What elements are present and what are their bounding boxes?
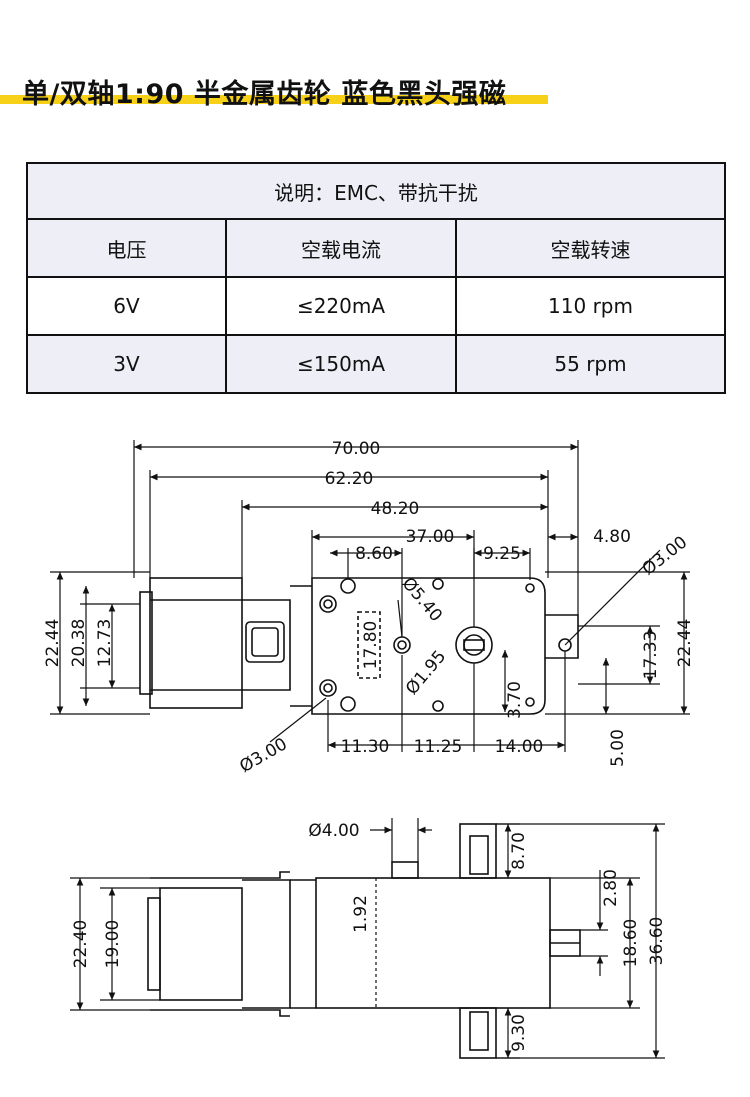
gearbox-neck [290, 585, 312, 707]
dim-label: 37.00 [406, 527, 455, 547]
dim-label: 11.25 [414, 737, 463, 757]
dim-label: 70.00 [332, 439, 381, 459]
housing-hole [319, 679, 337, 697]
housing-hole [319, 595, 337, 613]
motor-can-outline [149, 577, 243, 709]
output-shaft-boss [455, 626, 493, 664]
dim-label: 4.80 [593, 527, 631, 547]
motor-window [245, 621, 285, 663]
slot-outline [357, 611, 381, 679]
dim-label: 48.20 [371, 499, 420, 519]
housing-hole [340, 696, 356, 712]
gearbox-outline [311, 577, 546, 715]
page-title: 单/双轴1:90 半金属齿轮 蓝色黑头强磁 [22, 79, 507, 110]
dim-label: 20.38 [69, 619, 89, 668]
header-no-load-speed: 空载转速 [454, 218, 727, 278]
side-top-shaft [391, 861, 419, 879]
header-no-load-current: 空载电流 [225, 218, 457, 278]
dim-label: 8.60 [355, 544, 393, 564]
cell-voltage: 6V [26, 276, 227, 336]
dim-label: 18.60 [621, 919, 641, 968]
cell-current: ≤220mA [225, 276, 457, 336]
motor-dimension-drawing: 70.00 62.20 48.20 37.00 4.80 8.60 9.25 1… [43, 439, 695, 1059]
title-block: 单/双轴1:90 半金属齿轮 蓝色黑头强磁 [0, 68, 560, 112]
side-motor-endcap [147, 897, 161, 991]
cell-voltage: 3V [26, 334, 227, 394]
dim-label: 19.00 [103, 920, 123, 969]
side-view [147, 823, 581, 1059]
diameter-label: Ø5.40 [398, 574, 446, 626]
output-shaft [463, 634, 485, 656]
dim-label: 1.92 [351, 895, 371, 933]
dim-label: 11.30 [341, 737, 390, 757]
dim-label: 2.80 [601, 869, 621, 907]
spec-note: 说明：EMC、带抗干扰 [25, 162, 727, 220]
dim-label: 8.70 [509, 832, 529, 870]
side-motor-can [159, 887, 243, 1001]
dim-label: 3.70 [505, 681, 525, 719]
side-view-labels: Ø4.00 8.70 2.80 18.60 36.60 9.30 22.40 1… [71, 821, 667, 1052]
diameter-label: Ø3.00 [236, 734, 290, 777]
motor-window-inner [251, 627, 279, 657]
center-hole [393, 636, 411, 654]
spec-header-row: 电压 空载电流 空载转速 [26, 218, 727, 278]
side-view-dimensions [70, 818, 665, 1059]
diameter-label: Ø1.95 [402, 647, 450, 699]
motor-endcap [139, 591, 153, 695]
title-underline-bar [0, 95, 548, 104]
dim-label: 62.20 [325, 469, 374, 489]
table-row: 3V ≤150mA 55 rpm [26, 334, 727, 394]
dim-label: 22.44 [43, 619, 63, 668]
dim-label: 9.30 [509, 1014, 529, 1052]
dim-label: 12.73 [95, 619, 115, 668]
cell-speed: 55 rpm [454, 334, 727, 394]
dim-label: 5.00 [608, 729, 628, 767]
dim-label: 17.80 [361, 621, 381, 670]
spec-table: 说明：EMC、带抗干扰 电压 空载电流 空载转速 6V ≤220mA 110 r… [25, 162, 727, 394]
dim-label: 9.25 [483, 544, 521, 564]
housing-hole [340, 578, 356, 594]
cell-speed: 110 rpm [454, 276, 727, 336]
dim-label: 36.60 [647, 917, 667, 966]
dim-label: 22.44 [675, 619, 695, 668]
dim-label: 22.40 [71, 920, 91, 969]
spec-note-row: 说明：EMC、带抗干扰 [25, 162, 727, 220]
motor-clip [242, 599, 291, 691]
dim-label: 17.33 [641, 631, 661, 680]
side-bottom-tab [459, 1007, 497, 1059]
side-motor-clip [242, 879, 291, 1009]
cell-current: ≤150mA [225, 334, 457, 394]
top-view-dimensions [50, 440, 690, 752]
dim-label: 14.00 [495, 737, 544, 757]
diameter-label: Ø3.00 [639, 532, 692, 579]
mounting-tab [545, 614, 579, 659]
top-view-labels: 70.00 62.20 48.20 37.00 4.80 8.60 9.25 1… [43, 439, 695, 777]
table-row: 6V ≤220mA 110 rpm [26, 276, 727, 336]
diameter-label: Ø4.00 [308, 821, 359, 841]
side-top-tab [459, 823, 497, 879]
header-voltage: 电压 [26, 218, 227, 278]
